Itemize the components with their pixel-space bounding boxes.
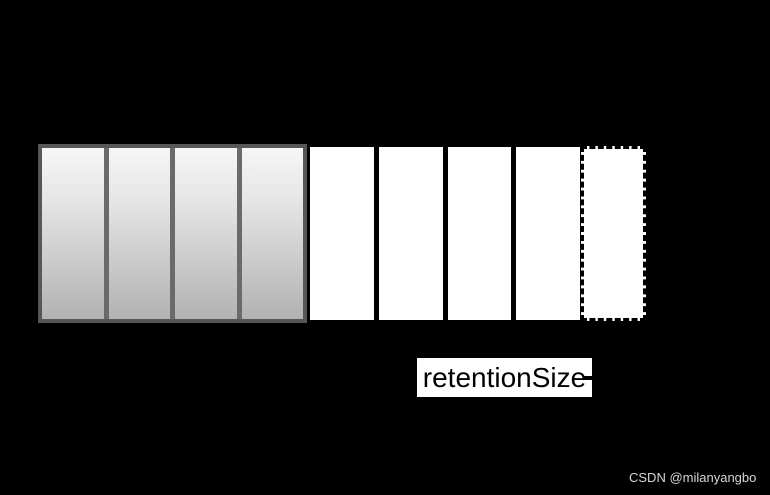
log-segment-retained (516, 147, 580, 320)
log-segment-retained (447, 147, 512, 320)
log-segment-consumed (175, 148, 237, 319)
log-segment-future-dashed (581, 146, 646, 321)
retention-size-label: retentionSize (417, 358, 592, 397)
log-segment-consumed (108, 148, 170, 319)
label-connector-dash (584, 376, 599, 380)
log-segment-retained (310, 147, 374, 320)
log-segment-consumed (42, 148, 104, 319)
retained-segments-row (310, 147, 580, 320)
log-segment-retained (378, 147, 443, 320)
consumed-segments-group (38, 144, 307, 323)
log-segment-consumed (241, 148, 303, 319)
csdn-watermark: CSDN @milanyangbo (629, 470, 757, 485)
